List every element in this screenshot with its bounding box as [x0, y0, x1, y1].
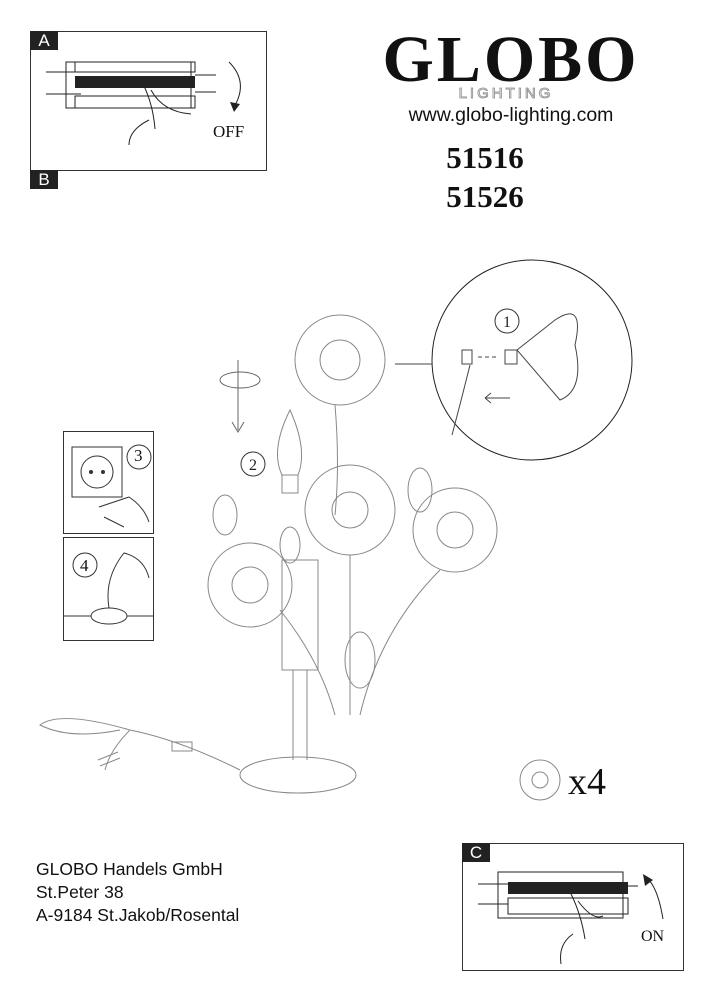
socket-plug-illustration — [71, 444, 152, 528]
panel-a-tag: A — [30, 31, 58, 50]
panel-c-switch-on: ON — [462, 843, 684, 971]
step-4-label: 4 — [80, 556, 89, 575]
model-number: 51526 — [446, 179, 524, 214]
quantity-label: x4 — [568, 761, 606, 803]
street: St.Peter 38 — [36, 882, 124, 902]
step-3-plug-in — [63, 431, 154, 534]
panel-a-switch-off: OFF — [30, 31, 267, 171]
cord-switch-illustration — [64, 552, 153, 625]
panel-b-tag: B — [30, 170, 58, 189]
step-1-label: 1 — [503, 314, 511, 331]
panel-a-caption: OFF — [213, 122, 245, 141]
model-number: 51516 — [446, 140, 524, 175]
step-4-switch-on — [63, 537, 154, 641]
panel-c-tag: C — [462, 843, 490, 862]
circuit-breaker-off-illustration — [46, 61, 241, 146]
circuit-breaker-on-illustration — [478, 871, 664, 965]
panel-c-caption: ON — [641, 928, 665, 945]
brand-logo: GLOBO — [382, 23, 640, 96]
website: www.globo-lighting.com — [408, 104, 614, 126]
step-3-label: 3 — [134, 446, 143, 465]
company-address: GLOBO Handels GmbH St.Peter 38 A-9184 St… — [36, 858, 239, 927]
city: A-9184 St.Jakob/Rosental — [36, 905, 240, 925]
company-name: GLOBO Handels GmbH — [36, 859, 223, 879]
step-2-label: 2 — [249, 457, 257, 474]
brand-sub: LIGHTING — [458, 85, 554, 102]
